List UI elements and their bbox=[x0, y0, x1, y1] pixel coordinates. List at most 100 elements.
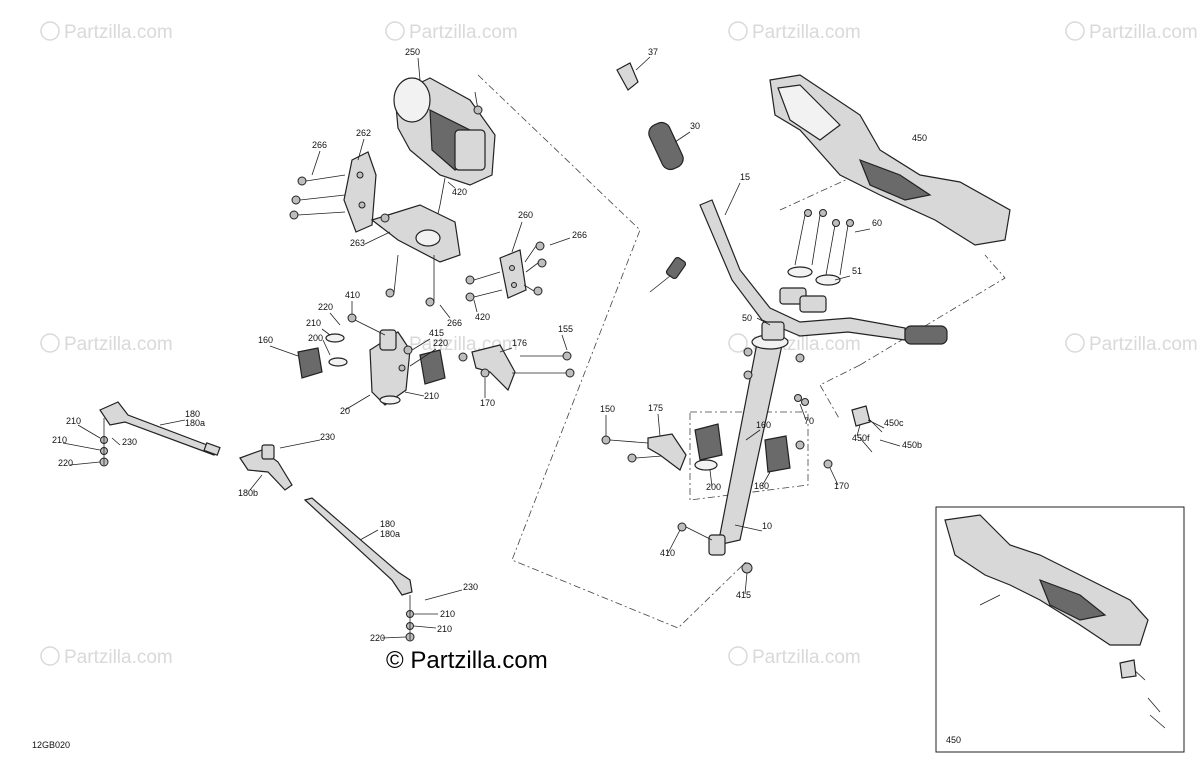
svg-text:Partzilla.com: Partzilla.com bbox=[1089, 22, 1198, 43]
callout: 420 bbox=[475, 312, 490, 322]
copyright-notice: © Partzilla.com bbox=[386, 647, 548, 674]
callout: 450b bbox=[902, 440, 922, 450]
callout-leaders bbox=[62, 56, 901, 639]
watermark: Partzilla.com bbox=[1065, 333, 1198, 355]
callout: 30 bbox=[690, 121, 700, 131]
callout: 160 bbox=[756, 420, 771, 430]
phantom-outline bbox=[477, 74, 1006, 629]
callout: 70 bbox=[804, 416, 814, 426]
svg-text:Partzilla.com: Partzilla.com bbox=[409, 22, 518, 43]
callout: 180 bbox=[185, 409, 200, 419]
callout: 410 bbox=[660, 548, 675, 558]
watermark: Partzilla.com bbox=[40, 21, 173, 43]
tie-rod-upper bbox=[99, 401, 221, 467]
callout: 37 bbox=[648, 47, 658, 57]
callout: 180 bbox=[380, 519, 395, 529]
callout: 160 bbox=[754, 481, 769, 491]
svg-text:© Partzilla.com: © Partzilla.com bbox=[386, 647, 548, 674]
figure-code: 12GB020 bbox=[32, 740, 70, 750]
callout: 200 bbox=[308, 333, 323, 343]
callout: 220 bbox=[370, 633, 385, 643]
steering-arm-180b bbox=[239, 444, 293, 491]
callout: 170 bbox=[834, 481, 849, 491]
watermark: Partzilla.com bbox=[1065, 21, 1198, 43]
bracket-176 bbox=[458, 344, 575, 392]
watermark: Partzilla.com bbox=[40, 333, 173, 355]
watermark: Partzilla.com bbox=[385, 21, 518, 43]
bracket-175 bbox=[601, 433, 687, 471]
svg-text:Partzilla.com: Partzilla.com bbox=[64, 22, 173, 43]
watermark: Partzilla.com bbox=[40, 646, 173, 668]
callout: 210 bbox=[424, 391, 439, 401]
watermark-grid: Partzilla.com Partzilla.com Partzilla.co… bbox=[40, 21, 1198, 668]
bracket-263 bbox=[370, 204, 461, 263]
callout: 210 bbox=[52, 435, 67, 445]
svg-text:Partzilla.com: Partzilla.com bbox=[752, 22, 861, 43]
bushing-right bbox=[398, 345, 446, 385]
power-steering-unit bbox=[393, 77, 496, 241]
clip-450f bbox=[794, 394, 883, 453]
callout: 410 bbox=[345, 290, 360, 300]
callout: 210 bbox=[66, 416, 81, 426]
callout: 450c bbox=[884, 418, 904, 428]
callout: 250 bbox=[405, 47, 420, 57]
bracket-262 bbox=[343, 151, 377, 233]
handlebar-15 bbox=[649, 199, 948, 345]
callout: 260 bbox=[518, 210, 533, 220]
callout: 210 bbox=[306, 318, 321, 328]
callout: 20 bbox=[340, 406, 350, 416]
callout: 266 bbox=[447, 318, 462, 328]
tie-rod-lower bbox=[303, 497, 415, 642]
callout: 230 bbox=[320, 432, 335, 442]
callout: 176 bbox=[512, 338, 527, 348]
callout: 175 bbox=[648, 403, 663, 413]
callout: 170 bbox=[480, 398, 495, 408]
callout: 220 bbox=[433, 338, 448, 348]
callout: 262 bbox=[356, 128, 371, 138]
watermark: Partzilla.com bbox=[728, 21, 861, 43]
callout: 450 bbox=[912, 133, 927, 143]
callout: 15 bbox=[740, 172, 750, 182]
callout: 155 bbox=[558, 324, 573, 334]
callout: 150 bbox=[600, 404, 615, 414]
callout: 160 bbox=[258, 335, 273, 345]
callout: 10 bbox=[762, 521, 772, 531]
svg-text:Partzilla.com: Partzilla.com bbox=[64, 334, 173, 355]
inset-label: 450 bbox=[946, 735, 961, 745]
callout: 180b bbox=[238, 488, 258, 498]
callout: 230 bbox=[122, 437, 137, 447]
bushing-160-right bbox=[694, 423, 833, 473]
callout: 180a bbox=[185, 418, 205, 428]
watermark: Partzilla.com bbox=[728, 646, 861, 668]
svg-text:Partzilla.com: Partzilla.com bbox=[752, 647, 861, 668]
handguard-450 bbox=[769, 74, 1011, 246]
callout: 415 bbox=[736, 590, 751, 600]
callout: 220 bbox=[58, 458, 73, 468]
callout: 180a bbox=[380, 529, 400, 539]
callout: 420 bbox=[452, 187, 467, 197]
callout: 210 bbox=[440, 609, 455, 619]
svg-text:Partzilla.com: Partzilla.com bbox=[1089, 334, 1198, 355]
inset-450 bbox=[935, 506, 1185, 753]
callout: 50 bbox=[742, 313, 752, 323]
callout: 263 bbox=[350, 238, 365, 248]
callout-labels: 250 262 266 420 263 260 266 420 266 410 … bbox=[52, 47, 927, 643]
callout: 415 bbox=[429, 328, 444, 338]
fastener-group-upper bbox=[289, 174, 547, 307]
callout: 266 bbox=[312, 140, 327, 150]
callout: 450f bbox=[852, 433, 870, 443]
clamp-bolts-60 bbox=[779, 209, 854, 313]
grip-30 bbox=[616, 62, 684, 171]
callout: 60 bbox=[872, 218, 882, 228]
callout: 266 bbox=[572, 230, 587, 240]
callout: 51 bbox=[852, 266, 862, 276]
svg-text:Partzilla.com: Partzilla.com bbox=[64, 647, 173, 668]
bracket-260 bbox=[499, 249, 527, 299]
callout: 200 bbox=[706, 482, 721, 492]
callout: 230 bbox=[463, 582, 478, 592]
callout: 220 bbox=[318, 302, 333, 312]
bushing-160-left bbox=[297, 333, 348, 379]
lower-column-20 bbox=[347, 313, 411, 406]
callout: 210 bbox=[437, 624, 452, 634]
